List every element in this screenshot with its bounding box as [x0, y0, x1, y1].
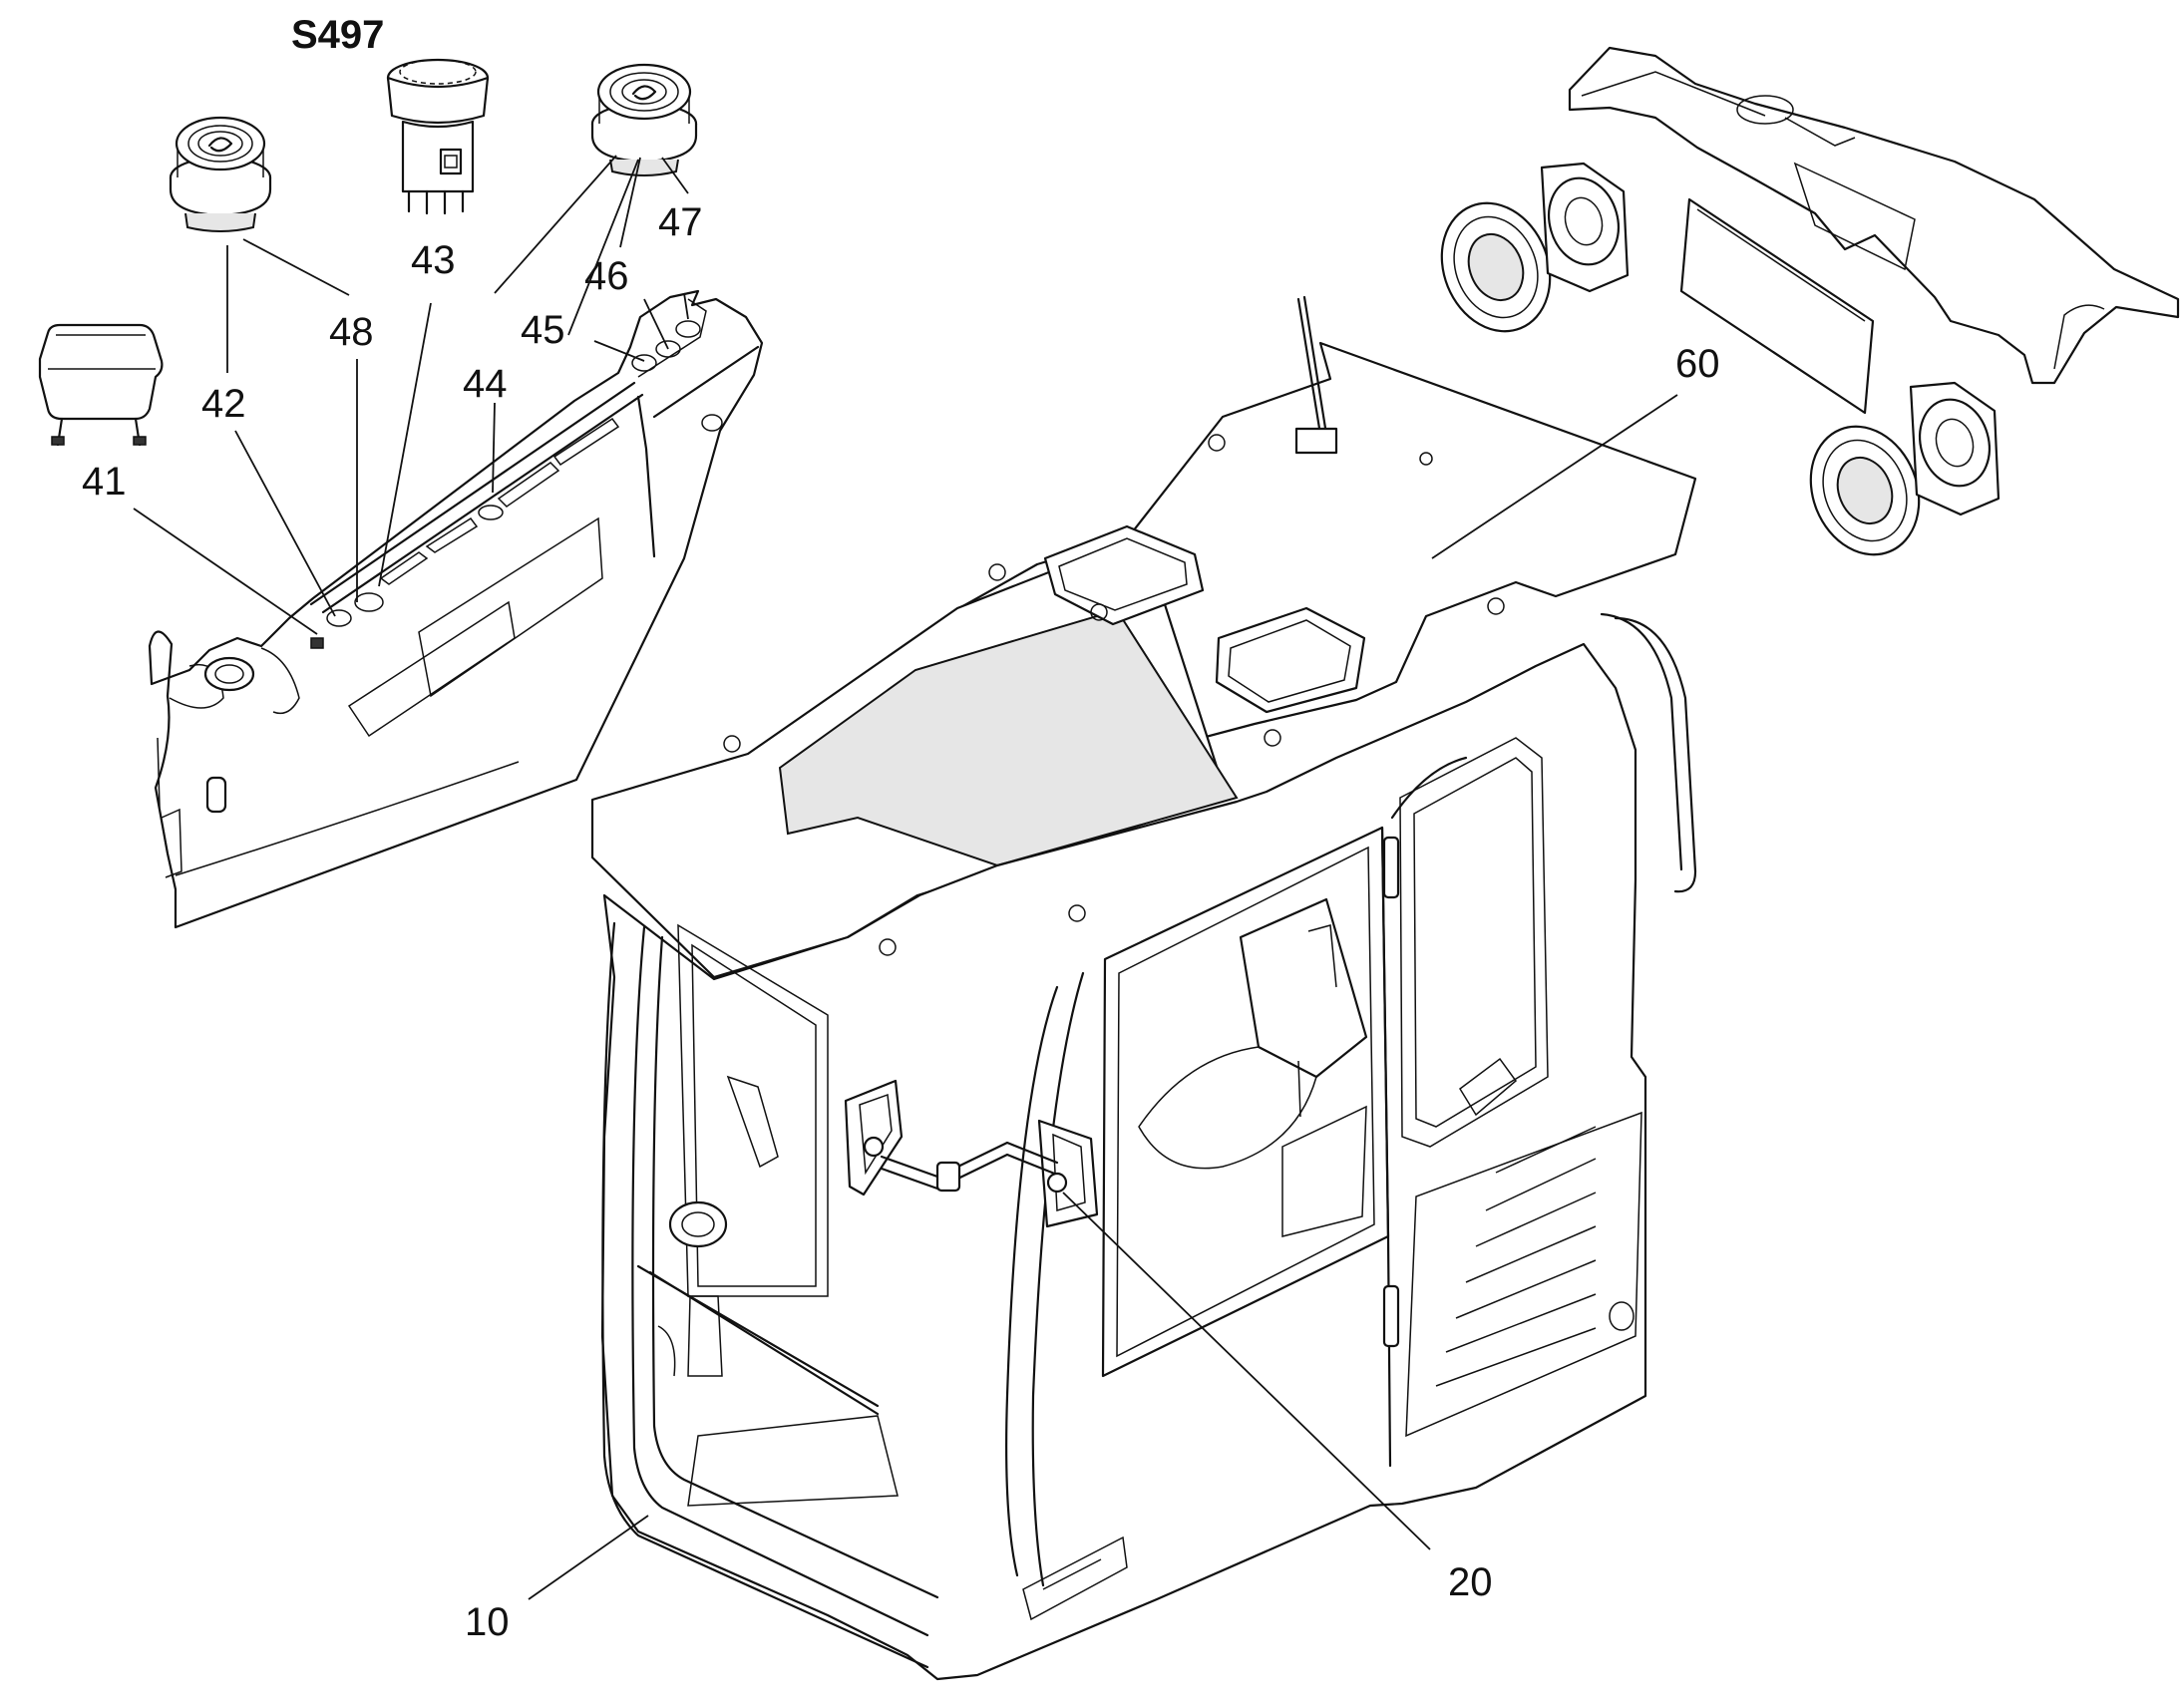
speaker-bracket [1568, 46, 2180, 385]
callout-41: 41 [82, 460, 127, 504]
leader-44-a [492, 402, 496, 494]
callout-10: 10 [465, 1600, 510, 1644]
leader-10 [528, 1515, 649, 1600]
leader-44-b [494, 155, 617, 294]
operator-cab [590, 295, 1697, 1681]
leader-20 [1062, 1192, 1431, 1550]
part-41-cap [38, 323, 164, 447]
callout-47: 47 [658, 200, 703, 244]
callout-44: 44 [463, 362, 508, 406]
leader-41 [133, 508, 318, 635]
leader-47-b [683, 292, 689, 320]
speaker-lower [1809, 381, 2000, 556]
leader-47 [661, 157, 689, 194]
side-console-panel [148, 289, 764, 929]
leader-60 [1431, 394, 1678, 559]
callout-45: 45 [521, 308, 565, 352]
callout-20: 20 [1448, 1560, 1493, 1604]
speaker-cover-plate [1679, 197, 1875, 415]
leader-46 [619, 157, 641, 248]
callout-60: 60 [1675, 342, 1720, 386]
part-43-switch [386, 58, 490, 215]
speaker-upper [1440, 162, 1630, 333]
leader-lines [133, 155, 1678, 1600]
leader-48-a [242, 238, 350, 296]
leader-46-b [643, 298, 669, 350]
part-42-knob [169, 116, 272, 232]
leader-43 [378, 302, 432, 587]
callout-43: 43 [411, 238, 456, 282]
part-47-knob [590, 63, 698, 176]
callout-42: 42 [201, 382, 246, 426]
leader-45 [567, 159, 639, 336]
diagram-title: S497 [291, 13, 384, 57]
callout-labels: 41 42 48 43 44 45 46 47 60 10 20 [82, 200, 1720, 1644]
callout-46: 46 [584, 254, 629, 298]
leader-45-b [593, 340, 645, 362]
leader-42-a [234, 430, 336, 617]
callout-48: 48 [329, 310, 374, 354]
